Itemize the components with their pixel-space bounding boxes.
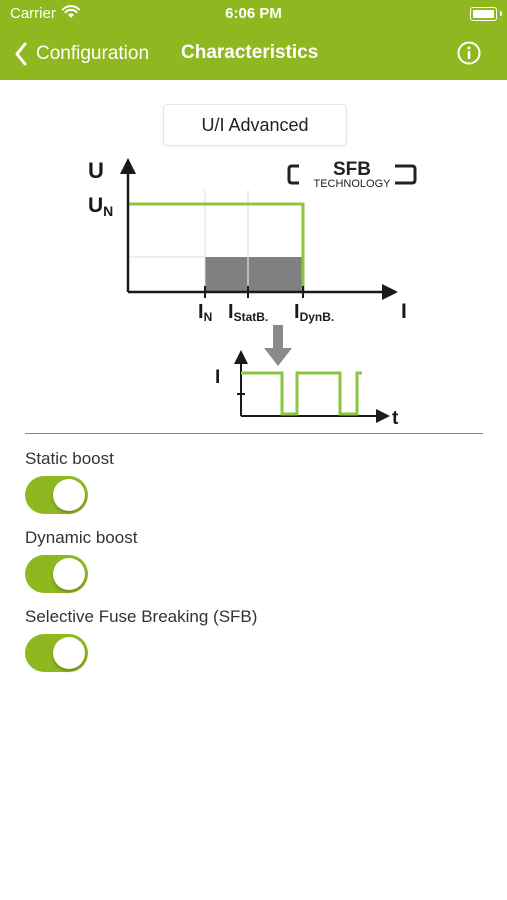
wifi-icon [62,5,80,18]
header: Carrier 6:06 PM Configuration Characteri… [0,0,507,80]
toggle-knob [53,558,85,590]
sfb-label: Selective Fuse Breaking (SFB) [25,607,258,626]
i-axis-label: I [401,300,407,323]
info-icon[interactable] [457,41,481,65]
u-axis-arrow [120,158,136,174]
toggle-knob [53,479,85,511]
navigation-bar: Configuration Characteristics [0,34,507,74]
characteristic-mode-button[interactable]: U/I Advanced [163,104,347,146]
sfb-logo: SFB TECHNOLOGY [287,159,417,190]
pulse-chart: I t [215,350,399,429]
dynamic-boost-label: Dynamic boost [25,528,138,547]
status-bar: Carrier 6:06 PM [0,0,507,30]
carrier-label: Carrier [10,5,56,22]
chevron-left-icon [15,42,27,66]
pulse-i-label: I [215,367,220,388]
static-boost-label: Static boost [25,449,114,468]
battery-tip [500,11,502,16]
back-button[interactable]: Configuration [14,34,149,74]
pulse-t-axis-arrow [376,409,390,423]
boost-area [205,257,303,292]
i-axis-arrow [382,284,398,300]
u-axis-label: U [88,158,104,183]
page-title: Characteristics [181,42,319,63]
characteristic-diagram: SFB TECHNOLOGY U UN I IN IStatB. IDynB. … [88,158,417,429]
sfb-logo-subtext: TECHNOLOGY [313,178,391,190]
istat-label: IStatB. [228,301,268,324]
down-arrow-icon [264,325,292,366]
pulse-waveform [241,371,362,416]
divider [25,433,483,434]
status-time: 6:06 PM [225,5,282,22]
characteristic-curve [128,202,305,292]
sfb-logo-text: SFB [333,159,371,180]
dynamic-boost-toggle[interactable] [25,555,88,593]
back-button-label: Configuration [36,43,150,64]
un-label: UN [88,194,113,219]
toggle-knob [53,637,85,669]
pulse-t-label: t [392,408,399,429]
battery-icon [470,7,497,21]
idyn-label: IDynB. [294,301,334,324]
pulse-i-axis-arrow [234,350,248,364]
static-boost-toggle[interactable] [25,476,88,514]
sfb-toggle[interactable] [25,634,88,672]
in-label: IN [198,301,212,324]
